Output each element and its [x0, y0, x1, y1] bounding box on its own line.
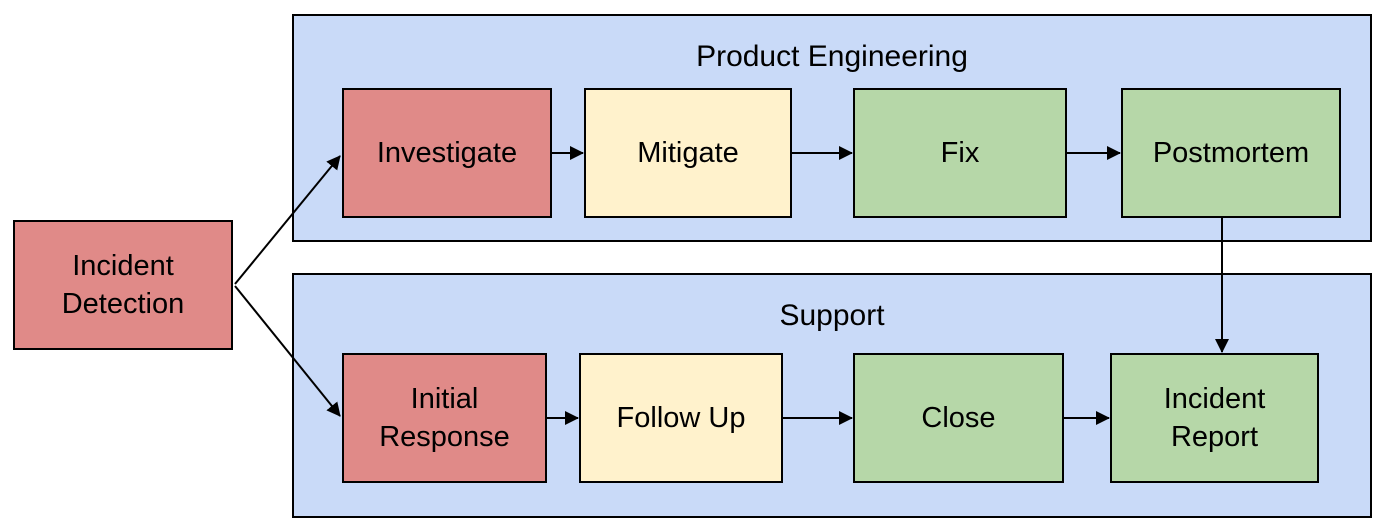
node-incident-report-label: Incident Report	[1163, 383, 1266, 453]
node-mitigate-label: Mitigate	[637, 137, 739, 169]
node-postmortem-label: Postmortem	[1152, 137, 1310, 169]
node-incident-detection-label: Incident Detection	[61, 250, 185, 320]
node-investigate-label: Investigate	[376, 137, 518, 169]
node-fix-label: Fix	[940, 137, 980, 169]
node-incident-detection: Incident Detection	[13, 220, 233, 350]
node-initial-response-label: Initial Response	[379, 383, 510, 453]
node-initial-response: Initial Response	[342, 353, 547, 483]
node-close-label: Close	[921, 402, 996, 434]
node-close: Close	[853, 353, 1064, 483]
node-postmortem: Postmortem	[1121, 88, 1341, 218]
lane-title-product-engineering: Product Engineering	[696, 40, 968, 73]
node-mitigate: Mitigate	[584, 88, 792, 218]
lane-title-support: Support	[779, 299, 885, 332]
node-follow-up-label: Follow Up	[616, 402, 746, 434]
node-fix: Fix	[853, 88, 1067, 218]
node-investigate: Investigate	[342, 88, 552, 218]
node-incident-report: Incident Report	[1110, 353, 1319, 483]
node-follow-up: Follow Up	[579, 353, 783, 483]
